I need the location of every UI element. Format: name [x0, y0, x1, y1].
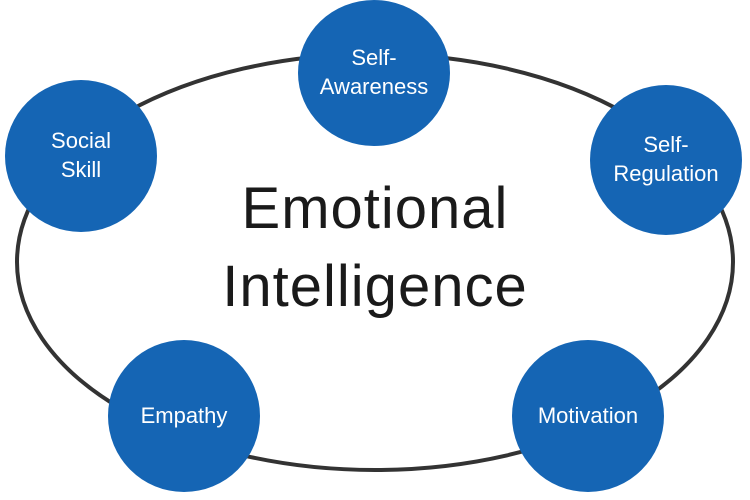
node-motivation-line-1: Motivation: [537, 402, 639, 428]
node-self-awareness: Self- Awareness: [298, 0, 450, 146]
center-title-line-1: Emotional: [241, 176, 509, 241]
node-social-skill-line-2: Skill: [60, 157, 102, 182]
node-motivation: Motivation: [512, 340, 664, 492]
node-self-awareness-line-2: Awareness: [319, 74, 429, 99]
node-self-regulation: Self- Regulation: [590, 85, 742, 235]
center-title-line-2: Intelligence: [222, 254, 528, 319]
node-social-skill: Social Skill: [5, 80, 157, 232]
node-empathy: Empathy: [108, 340, 260, 492]
node-self-regulation-line-1: Self-: [643, 132, 689, 158]
node-empathy-line-1: Empathy: [140, 402, 228, 428]
node-self-regulation-line-2: Regulation: [613, 161, 719, 186]
node-self-awareness-line-1: Self-: [351, 45, 397, 71]
node-social-skill-line-1: Social: [51, 128, 111, 154]
